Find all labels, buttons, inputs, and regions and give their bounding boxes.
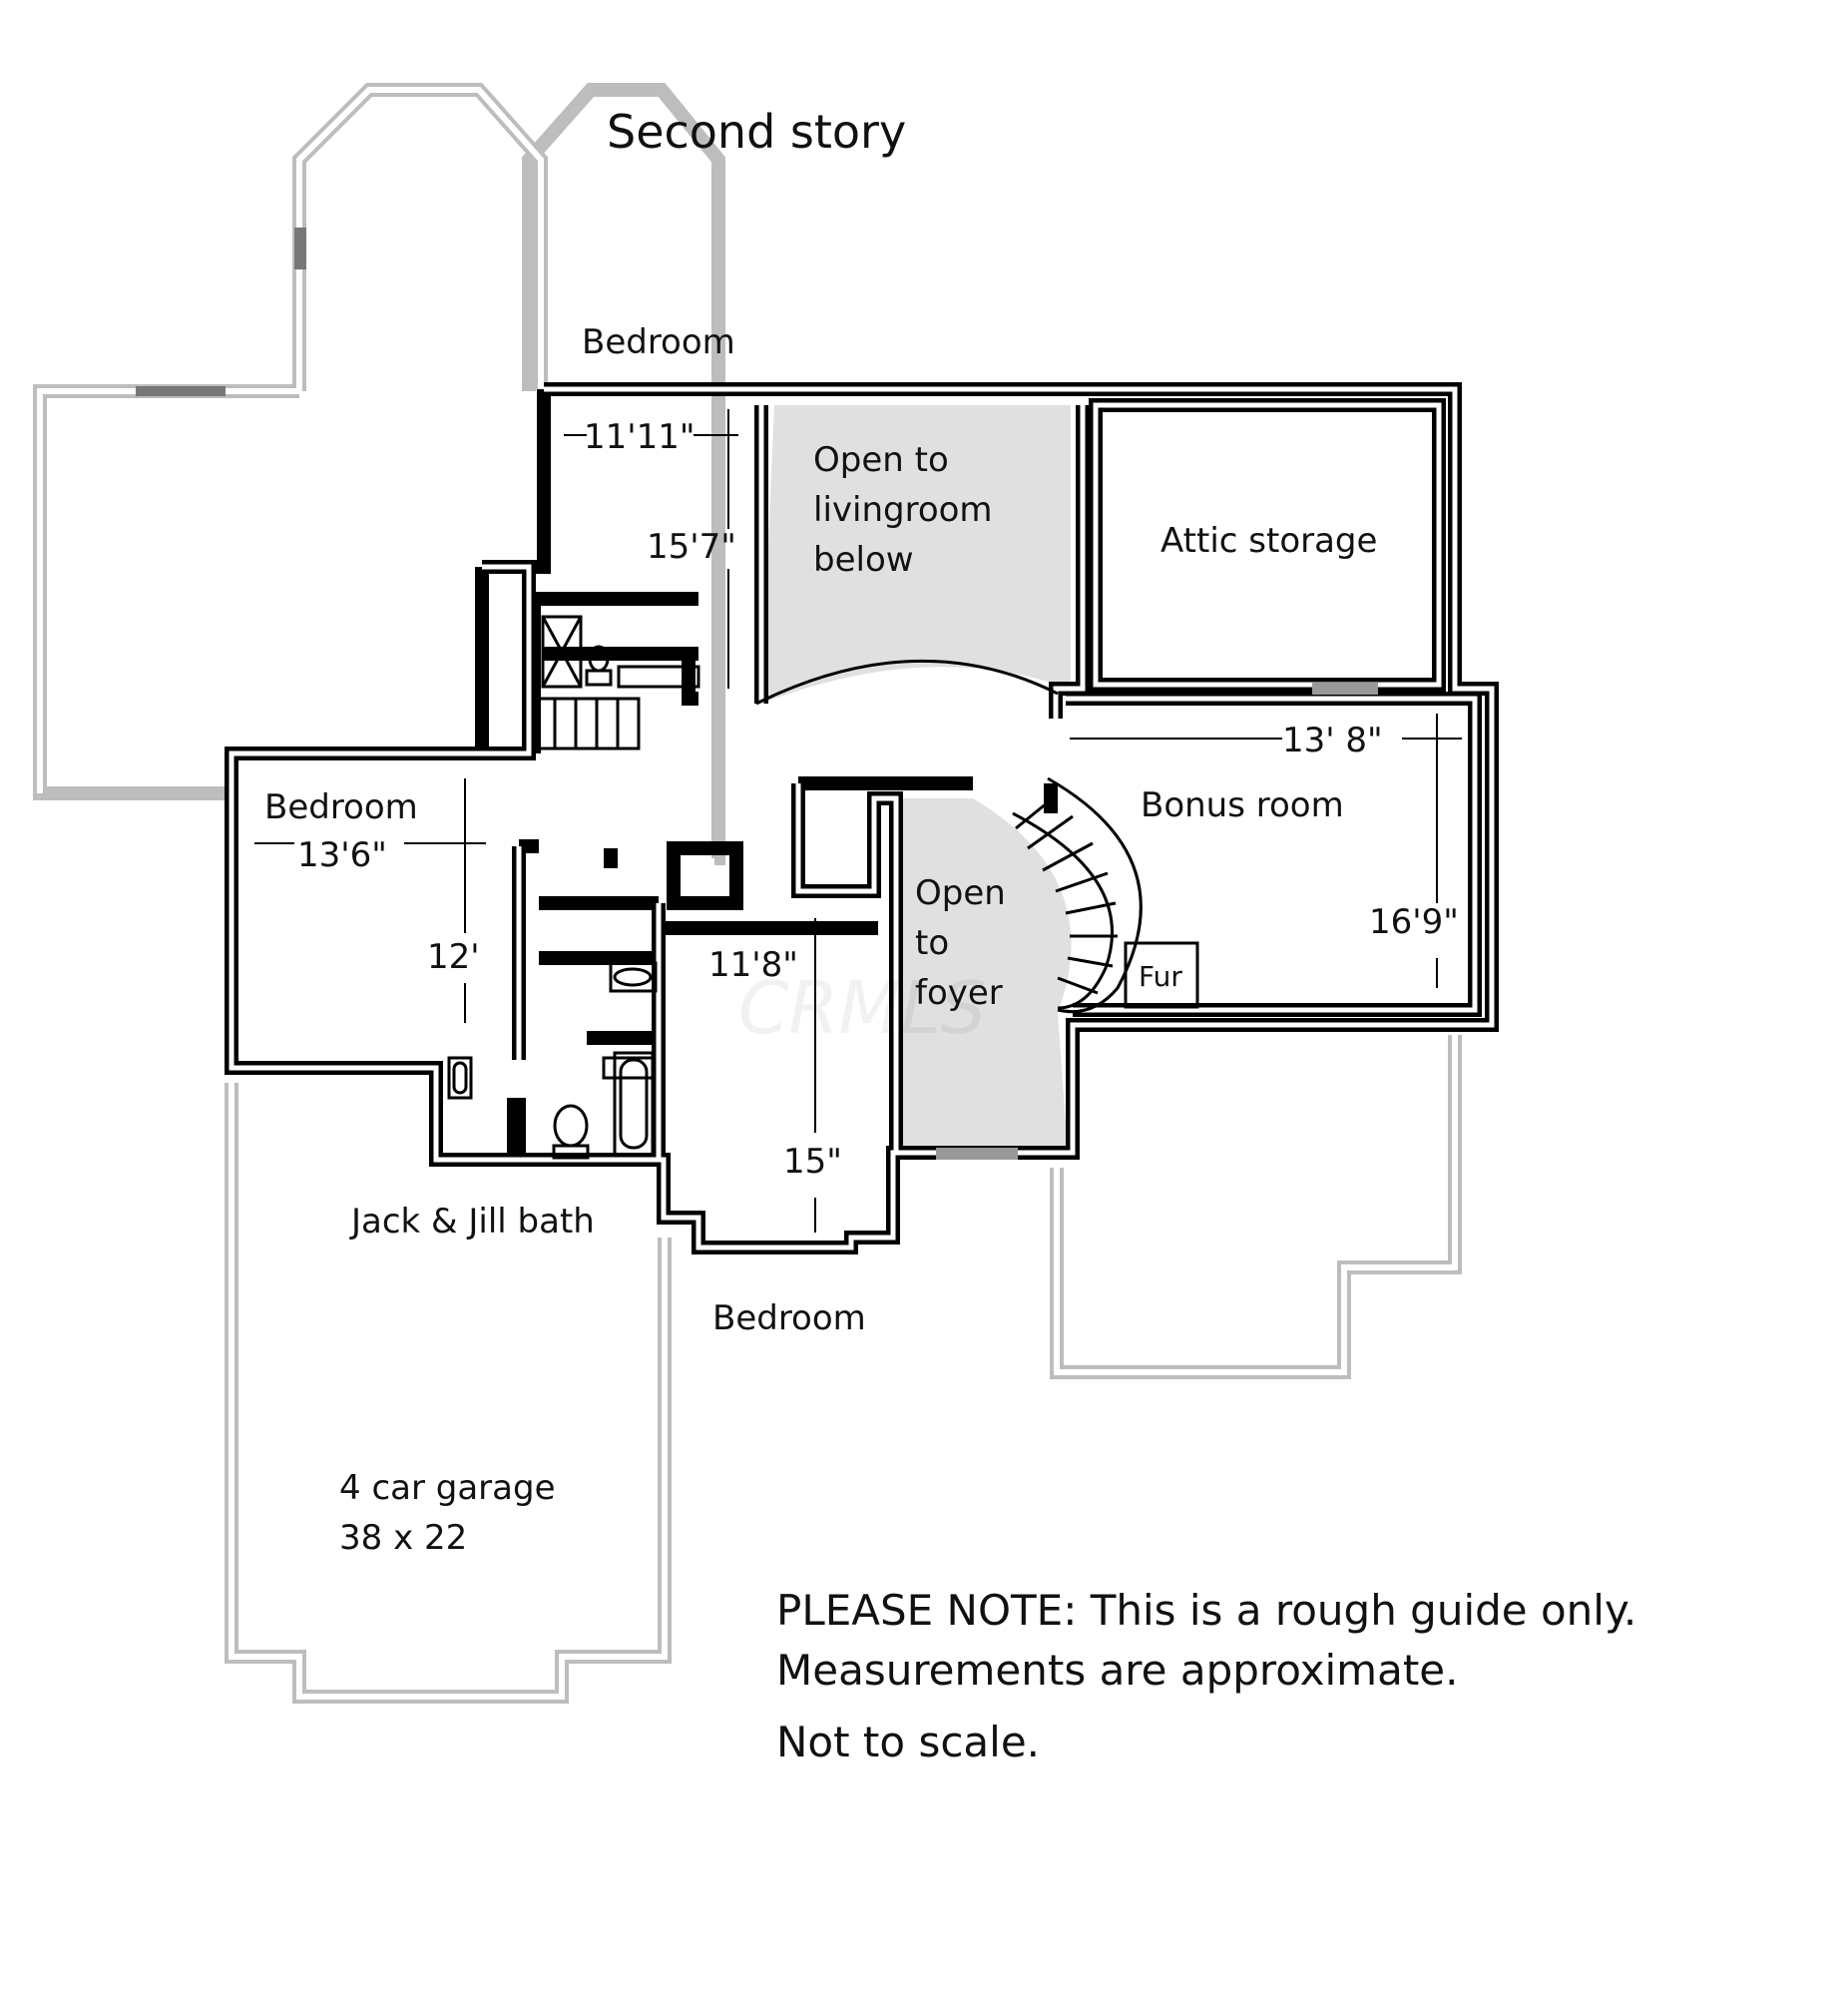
label-open-foyer-3: foyer [915,973,1003,1013]
note-line-2: Measurements are approximate. [776,1646,1458,1695]
lower-floor-inner [37,87,1458,1700]
label-attic: Attic storage [1160,521,1377,561]
dimension-lines [254,409,1462,1233]
open-to-foyer-area [896,798,1072,1151]
lower-floor-outline [33,83,1462,1704]
window-mark [1312,683,1378,695]
note-line-1: PLEASE NOTE: This is a rough guide only. [776,1586,1636,1635]
watermark: CRMLS [738,966,986,1050]
curved-stair [1012,776,1143,1014]
dim-13-8: 13' 8" [1282,721,1383,760]
dim-15-7: 15'7" [647,527,736,567]
straight-stair [532,697,641,750]
label-furnace: Fur [1139,960,1182,993]
furnace-box [1124,941,1199,1009]
window-mark [294,228,306,269]
label-bedroom-top: Bedroom [582,322,735,362]
jack-jill-bath-fixtures [447,961,658,1160]
label-bedroom-left: Bedroom [264,787,418,827]
window-mark [936,1148,1018,1160]
label-bath: Jack & Jill bath [349,1202,595,1242]
label-garage-2: 38 x 22 [339,1518,467,1558]
label-open-living-2: livingroom [813,490,993,530]
dim-13-6: 13'6" [297,835,387,875]
plan-title: Second story [607,105,906,159]
label-garage-1: 4 car garage [339,1468,555,1508]
label-open-foyer-2: to [915,923,949,963]
open-to-livingroom-area [761,405,1071,704]
window-mark [136,386,226,396]
balcony-arc [755,659,1059,706]
label-open-foyer-1: Open [915,873,1006,913]
dim-12: 12' [427,937,480,977]
label-bedroom-bottom: Bedroom [712,1298,866,1338]
label-open-living-3: below [813,540,914,580]
upper-bath-fixtures [541,615,700,689]
dim-16-9: 16'9" [1369,902,1459,942]
dim-11-8: 11'8" [708,945,798,985]
wall-inner-lines [229,386,1495,1250]
label-open-living-1: Open to [813,440,949,480]
dim-11-11: 11'11" [584,417,695,457]
note-line-3: Not to scale. [776,1718,1040,1766]
dim-15: 15" [783,1142,842,1182]
label-bonus: Bonus room [1141,785,1344,825]
